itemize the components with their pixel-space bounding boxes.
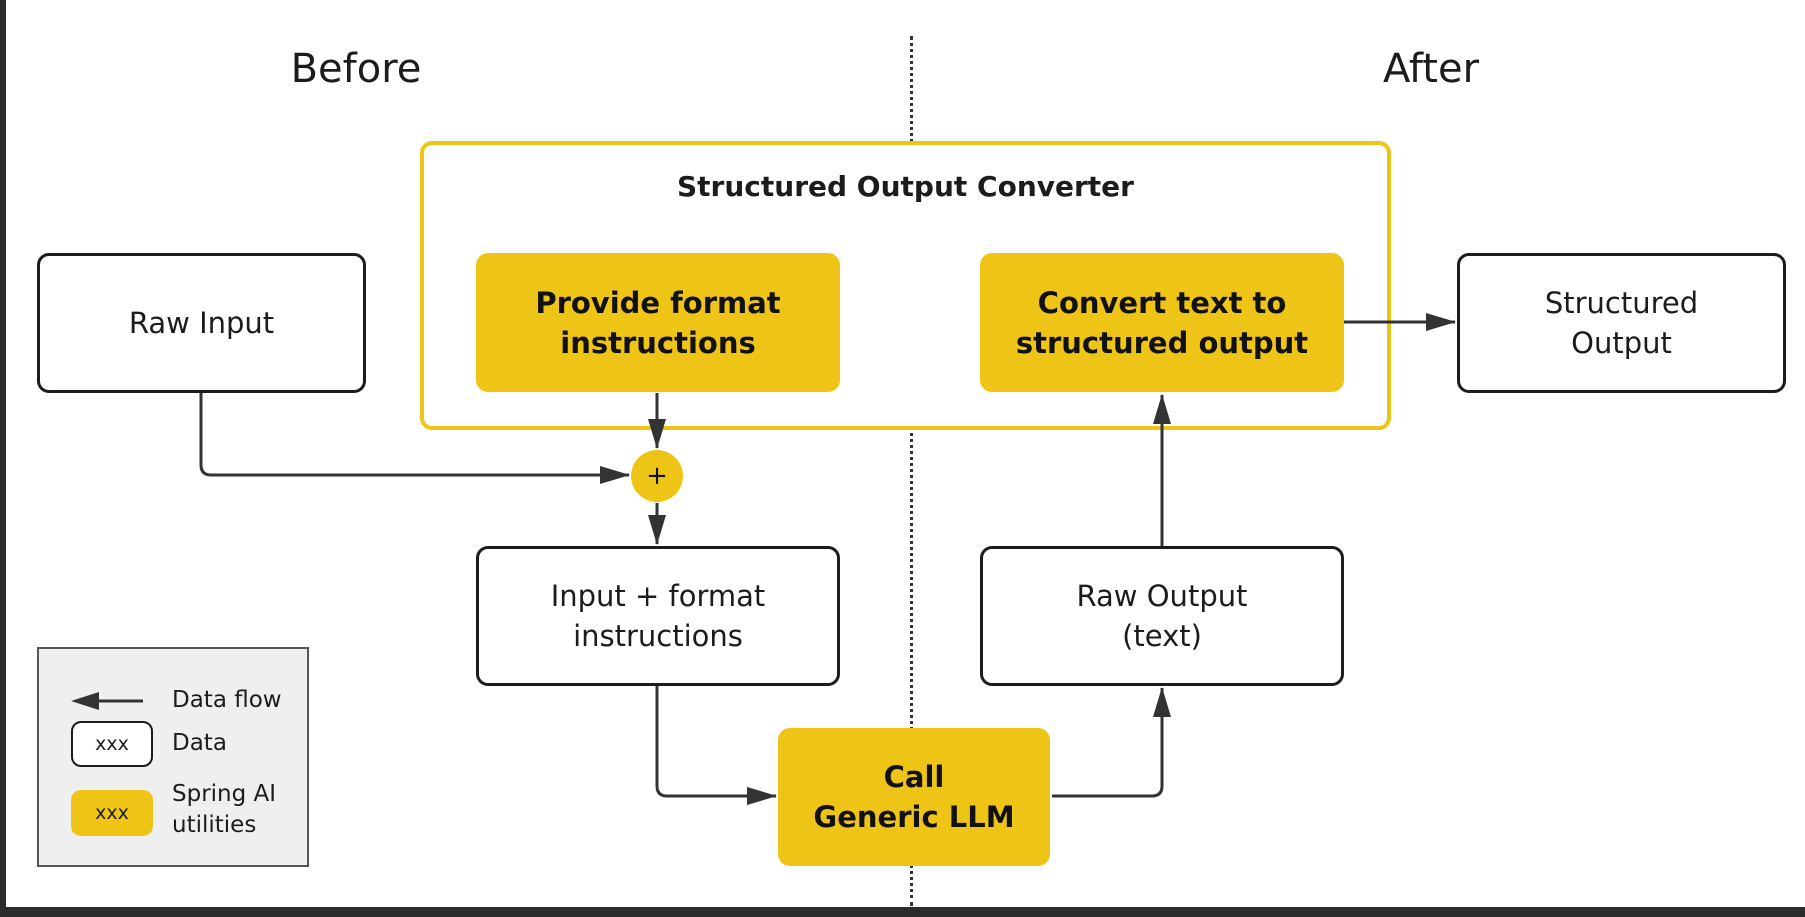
arrow-raw-input-to-combine [199,393,630,484]
provide-format-instructions-box: Provide format instructions [476,253,840,392]
legend-utility-swatch-text: xxx [95,802,129,824]
convert-text-box: Convert text to structured output [980,253,1344,392]
structured-output-label: Structured Output [1544,286,1699,360]
structured-output-box: Structured Output [1457,253,1786,393]
provide-format-instructions-label: Provide format instructions [535,285,781,360]
converter-title: Structured Output Converter [677,170,1134,203]
data-flow-arrows [199,313,1456,805]
diagram-canvas: Before After Structured Output Converter… [6,0,1805,907]
raw-output-label: Raw Output (text) [1076,579,1248,653]
combine-node: + [631,450,683,502]
legend-data-label: Data [172,730,227,756]
legend-data-flow-arrow-icon [71,692,143,710]
before-label: Before [290,46,422,92]
legend-utility-swatch: xxx [71,790,153,836]
raw-output-box: Raw Output (text) [980,546,1344,686]
legend-data-swatch: xxx [71,721,153,767]
before-after-divider [910,36,913,906]
input-plus-format-label: Input + format instructions [550,579,766,653]
call-generic-llm-box: Call Generic LLM [778,728,1050,866]
raw-input-label: Raw Input [128,306,275,340]
convert-text-label: Convert text to structured output [1015,285,1309,360]
input-plus-format-box: Input + format instructions [476,546,840,686]
raw-input-box: Raw Input [37,253,366,393]
call-generic-llm-label: Call Generic LLM [813,760,1015,834]
after-label: After [1382,46,1480,92]
legend-data-swatch-text: xxx [95,733,129,755]
combine-symbol: + [646,461,668,491]
legend-data-flow-label: Data flow [172,687,282,713]
legend: Data flow xxx Data xxx Spring AI utiliti… [37,647,309,867]
arrow-input-plus-format-to-llm [655,686,777,805]
arrow-llm-to-raw-output [1052,687,1171,798]
legend-utility-label: Spring AI utilities [172,781,277,838]
